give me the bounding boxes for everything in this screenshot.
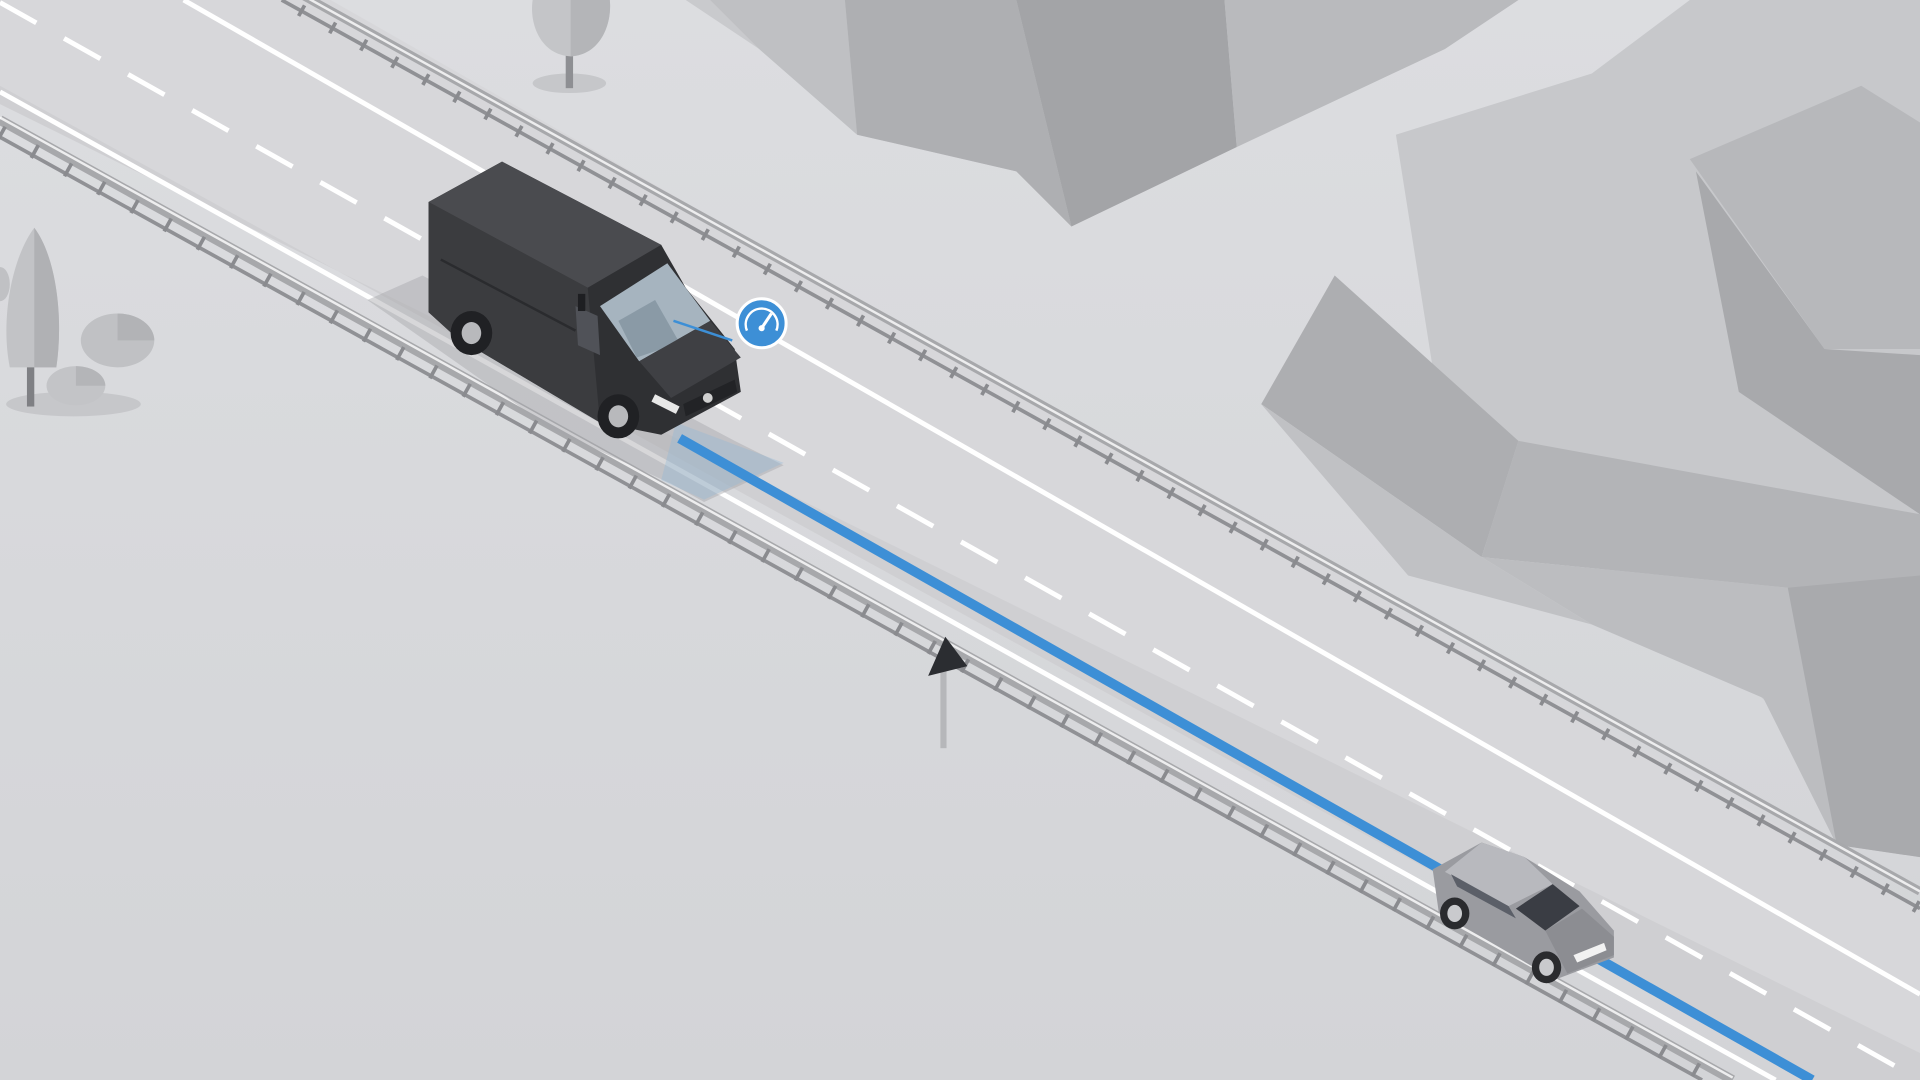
delivery-van — [428, 161, 741, 439]
following-distance-line — [677, 434, 1815, 1080]
lead-car — [1432, 842, 1614, 984]
guardrail-upper — [280, 0, 1920, 914]
road-sign — [928, 636, 968, 749]
trees-left — [0, 0, 611, 417]
speedometer-icon — [673, 297, 788, 350]
